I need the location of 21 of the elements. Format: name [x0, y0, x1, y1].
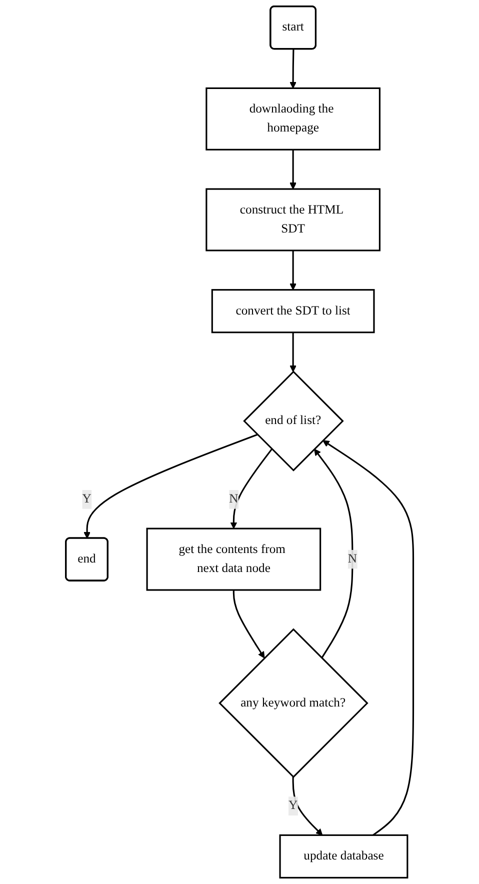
edge-label: N — [348, 552, 357, 566]
arrow — [314, 448, 354, 658]
arrow — [292, 776, 323, 836]
arrow — [290, 49, 296, 89]
node-box: update database — [279, 834, 408, 878]
arrow — [290, 332, 296, 372]
edge-label: Y — [288, 798, 298, 812]
node-box: get the contents from next data node — [146, 528, 322, 591]
arrow — [322, 440, 414, 836]
node-box: downlaoding the homepage — [206, 87, 380, 150]
arrow — [84, 434, 258, 539]
arrow — [232, 590, 265, 658]
edge-label: Y — [82, 492, 92, 506]
node-box: construct the HTML SDT — [206, 188, 380, 252]
arrow — [230, 448, 272, 529]
arrow — [290, 250, 296, 290]
node-box: convert the SDT to list — [211, 289, 375, 334]
arrow — [290, 150, 296, 190]
edge-label: N — [229, 492, 238, 506]
node-diamond: end of list? — [243, 370, 344, 472]
node-diamond: any keyword match? — [218, 628, 368, 778]
